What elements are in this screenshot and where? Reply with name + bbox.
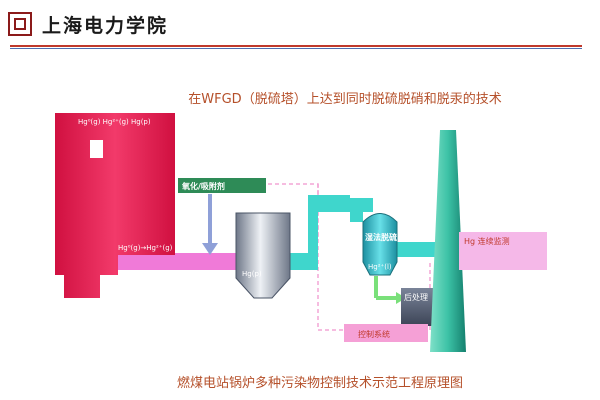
flue-label: Hg⁰(g)→Hg²⁺(g) xyxy=(118,244,173,252)
particulate-collector xyxy=(235,212,291,299)
slide-caption: 燃煤电站锅炉多种污染物控制技术示范工程原理图 xyxy=(176,376,463,391)
header-rule-red xyxy=(10,45,582,47)
hg-monitor-box xyxy=(459,232,547,270)
oxidizer-arrow xyxy=(202,243,218,255)
seal-logo-icon xyxy=(8,12,32,36)
slide-title: 在WFGD（脱硫塔）上达到同时脱硫脱硝和脱汞的技术 xyxy=(188,92,502,107)
control-system-box xyxy=(344,324,428,342)
oxidizer-box xyxy=(178,178,266,193)
absorber-tower xyxy=(362,213,398,276)
duct-to-stack xyxy=(395,242,437,257)
chimney-stack xyxy=(430,130,466,352)
hg-monitor-label: Hg 连续监测 xyxy=(464,236,510,246)
boiler-label: Hg⁰(g) Hg²⁺(g) Hg(p) xyxy=(78,118,151,126)
absorber-sub-label: Hg²⁺(l) xyxy=(368,263,392,271)
duct-horizontal xyxy=(318,198,373,212)
boiler-inner-gap xyxy=(90,140,103,158)
connecting-duct xyxy=(290,195,363,270)
absorber-label: 湿法脱硫 xyxy=(365,232,397,242)
header-rule-blue xyxy=(10,48,582,49)
flue-gas-duct xyxy=(112,253,237,270)
post-treatment-label: 后处理 xyxy=(404,292,428,302)
oxidizer-label: 氧化/吸附剂 xyxy=(181,181,225,191)
boiler xyxy=(55,113,175,298)
collector-label: Hg(p) xyxy=(242,270,262,278)
control-system-label: 控制系统 xyxy=(358,329,390,339)
school-name: 上海电力学院 xyxy=(42,15,169,37)
slide-header: 上海电力学院 xyxy=(0,0,600,52)
